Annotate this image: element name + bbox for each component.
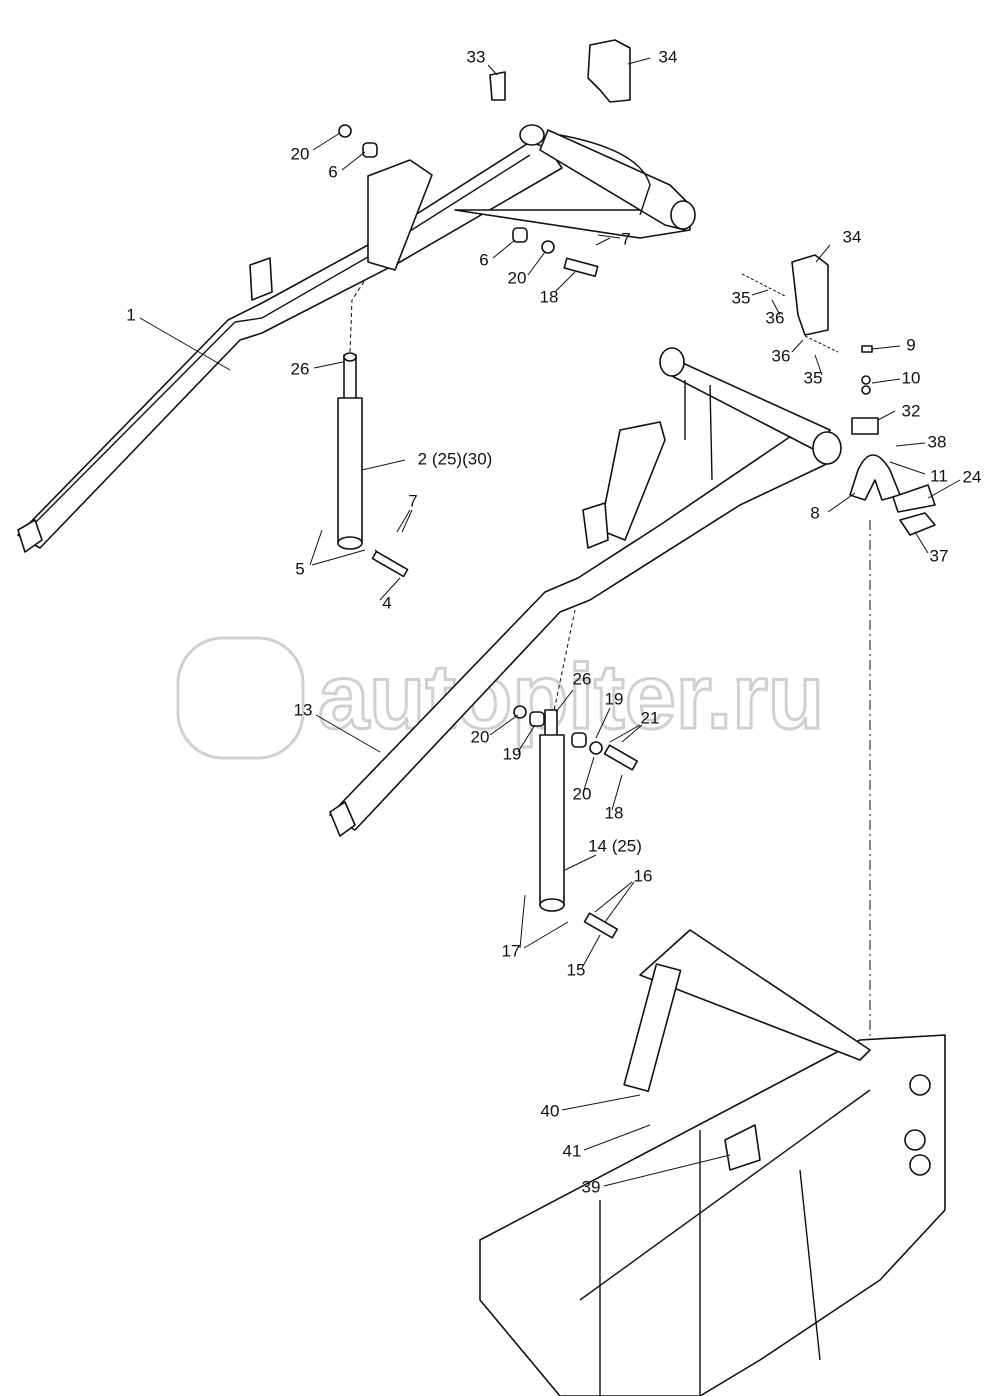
- label-21: 21: [641, 708, 660, 727]
- leader-lines: [139, 57, 961, 1187]
- label-10: 10: [902, 368, 921, 387]
- label-20: 20: [471, 727, 490, 746]
- label-37: 37: [930, 546, 949, 565]
- label-20: 20: [508, 268, 527, 287]
- label-17: 17: [502, 941, 521, 960]
- label-40: 40: [541, 1101, 560, 1120]
- label-4: 4: [382, 593, 391, 612]
- small-parts-top: [338, 39, 936, 536]
- label-7: 7: [621, 229, 630, 248]
- label-34: 34: [843, 227, 862, 246]
- label-7: 7: [408, 491, 417, 510]
- label-14: 14 (25): [588, 836, 642, 855]
- label-33: 33: [467, 47, 486, 66]
- label-35: 35: [732, 288, 751, 307]
- label-19: 19: [605, 689, 624, 708]
- label-2: 2 (25)(30): [418, 449, 493, 468]
- label-36: 36: [772, 346, 791, 365]
- label-18: 18: [605, 803, 624, 822]
- label-20: 20: [291, 144, 310, 163]
- label-39: 39: [582, 1177, 601, 1196]
- label-5: 5: [295, 559, 304, 578]
- hydraulic-cylinder-part-14: [513, 609, 639, 939]
- label-38: 38: [928, 432, 947, 451]
- label-36: 36: [766, 308, 785, 327]
- label-19: 19: [503, 744, 522, 763]
- label-34: 34: [659, 47, 678, 66]
- label-32: 32: [902, 401, 921, 420]
- part-labels: 33 34 20 6 7 6 20 18 1 34 35 36 36 35 9 …: [126, 47, 981, 1196]
- label-26: 26: [573, 669, 592, 688]
- label-20: 20: [573, 784, 592, 803]
- lower-frame-part-13: [329, 347, 842, 837]
- label-11: 11: [930, 466, 948, 485]
- hydraulic-cylinder-part-2: [337, 279, 409, 578]
- upper-frame-part-1: [17, 124, 696, 553]
- watermark-logo: autopiter.ru: [176, 636, 826, 760]
- label-24: 24: [963, 467, 982, 486]
- label-6: 6: [328, 162, 337, 181]
- label-26: 26: [291, 359, 310, 378]
- watermark-text: autopiter.ru: [318, 646, 824, 748]
- label-6: 6: [479, 250, 488, 269]
- label-13: 13: [294, 700, 313, 719]
- label-9: 9: [906, 335, 915, 354]
- label-41: 41: [563, 1141, 582, 1160]
- label-15: 15: [567, 960, 586, 979]
- label-8: 8: [810, 503, 819, 522]
- label-1: 1: [126, 305, 135, 324]
- label-35: 35: [804, 368, 823, 387]
- label-18: 18: [540, 287, 559, 306]
- header-frame: [479, 520, 946, 1396]
- label-16: 16: [634, 866, 653, 885]
